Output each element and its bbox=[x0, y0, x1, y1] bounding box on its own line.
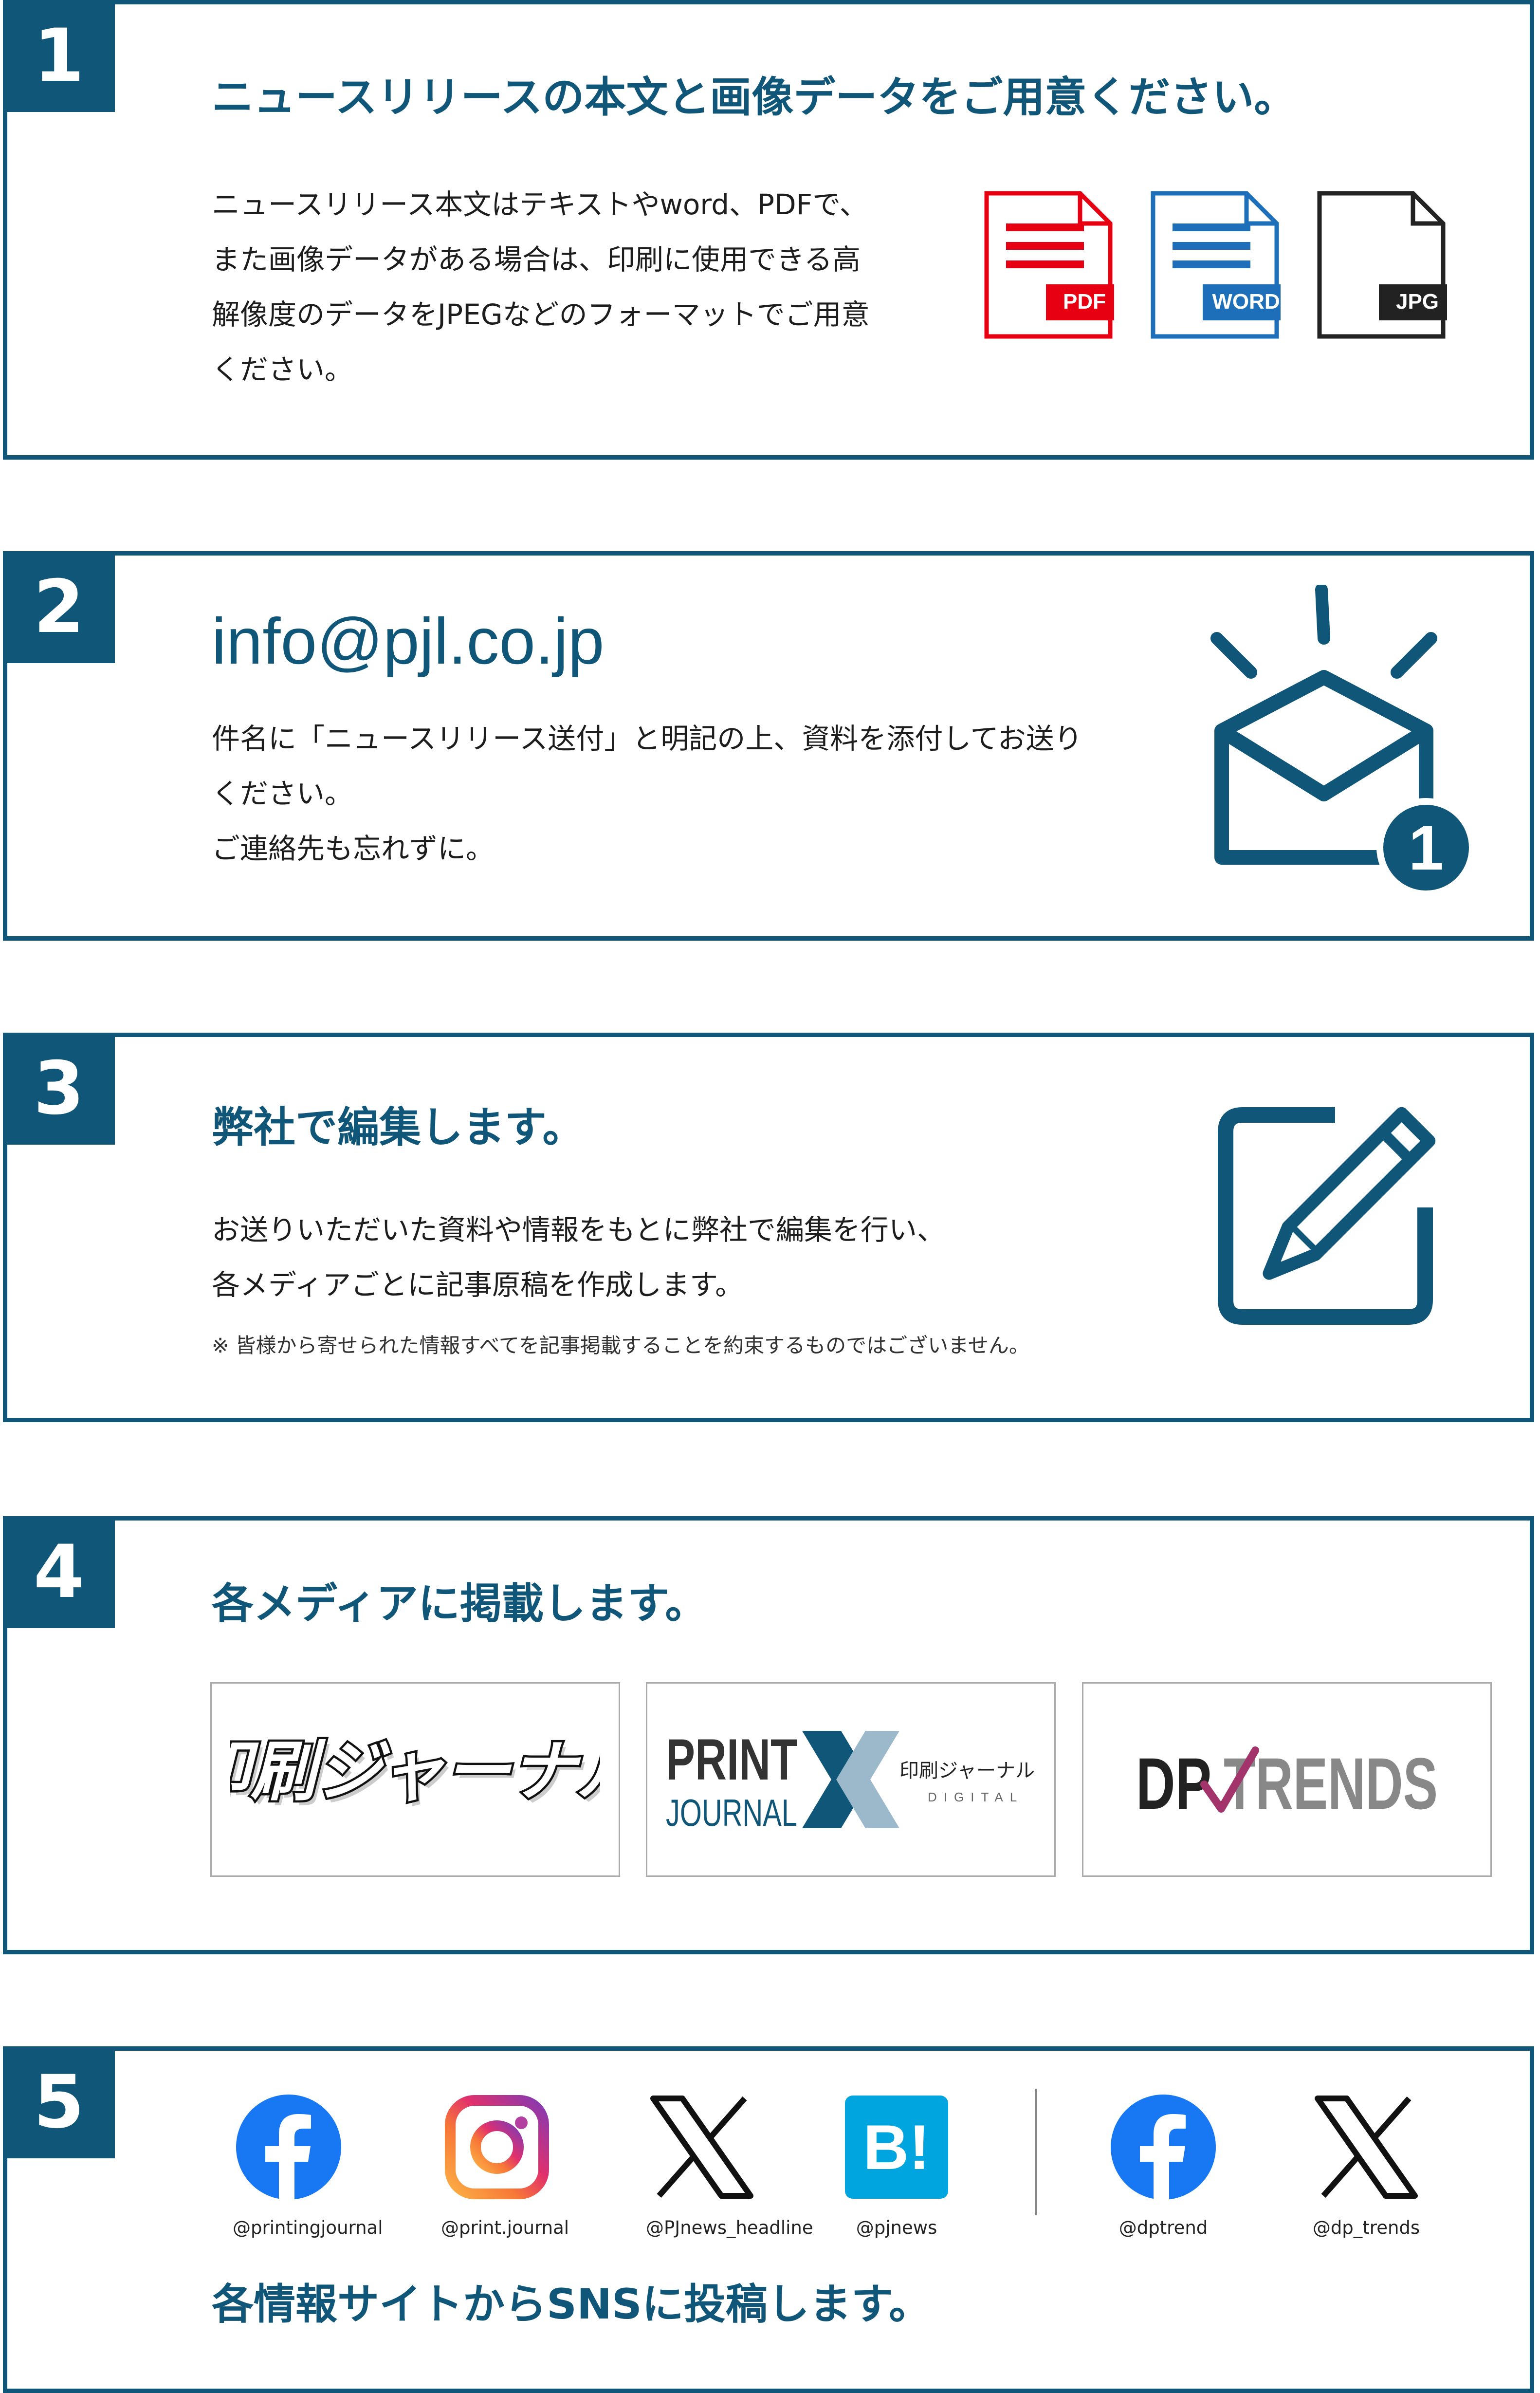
sns-account[interactable]: @printingjournal bbox=[233, 2094, 383, 2238]
word-file-icon: WORD bbox=[1151, 191, 1281, 339]
body-line: お送りいただいた資料や情報をもとに弊社で編集を行い、 bbox=[212, 1213, 945, 1246]
media-logo-dp-trends[interactable]: DP TRENDS bbox=[1082, 1682, 1492, 1877]
step-heading: 各メディアに掲載します。 bbox=[212, 1579, 707, 1628]
step-number: 4 bbox=[3, 1516, 115, 1628]
body-line: ください。 bbox=[212, 777, 353, 810]
file-type-label: WORD bbox=[1212, 290, 1280, 314]
sns-handle: @pjnews bbox=[856, 2217, 937, 2238]
sns-handle: @printingjournal bbox=[233, 2217, 383, 2238]
step-heading: ニュースリリースの本文と画像データをご用意ください。 bbox=[212, 73, 1296, 122]
step-3-card: 3 弊社で編集します。 お送りいただいた資料や情報をもとに弊社で編集を行い、 各… bbox=[3, 1033, 1534, 1422]
body-line: ニュースリリース本文はテキストやword、PDFで、 bbox=[212, 188, 868, 221]
print-journal-digital-logo: PRINT JOURNAL 印刷ジャーナル DIGITAL bbox=[666, 1727, 1035, 1834]
step-number: 2 bbox=[3, 551, 115, 663]
logo-shadow-text: 印刷ジャーナル bbox=[230, 1738, 600, 1815]
sns-account[interactable]: B! @pjnews bbox=[841, 2094, 953, 2238]
sns-account[interactable]: @PJnews_headline bbox=[646, 2094, 813, 2238]
sns-handle: @PJnews_headline bbox=[646, 2217, 813, 2238]
pdf-file-icon: PDF bbox=[984, 191, 1114, 339]
logo-digital-text: DIGITAL bbox=[928, 1790, 1024, 1804]
logo-jp-text: 印刷ジャーナル bbox=[899, 1760, 1035, 1782]
body-line: ください。 bbox=[212, 353, 353, 386]
file-type-label: JPG bbox=[1396, 290, 1439, 314]
dp-trends-logo: DP TRENDS bbox=[1136, 1743, 1438, 1824]
logo-text: 印刷ジャーナル bbox=[230, 1733, 600, 1810]
body-line: また画像データがある場合は、印刷に使用できる高 bbox=[212, 243, 861, 276]
sns-account[interactable]: @dp_trends bbox=[1310, 2094, 1422, 2238]
badge-count: 1 bbox=[1409, 812, 1444, 883]
edit-pencil-icon bbox=[1218, 1107, 1436, 1325]
body-line: 件名に「ニュースリリース送付」と明記の上、資料を添付してお送り bbox=[212, 722, 1082, 755]
step-body: お送りいただいた資料や情報をもとに弊社で編集を行い、 各メディアごとに記事原稿を… bbox=[212, 1203, 945, 1313]
media-logo-insatsu-journal[interactable]: 印刷ジャーナル 印刷ジャーナル bbox=[210, 1682, 620, 1877]
insatsu-journal-logo: 印刷ジャーナル 印刷ジャーナル bbox=[230, 1731, 600, 1815]
sns-handle: @dptrend bbox=[1118, 2217, 1208, 2238]
facebook-icon bbox=[236, 2095, 341, 2201]
sns-handle: @dp_trends bbox=[1312, 2217, 1420, 2238]
instagram-icon bbox=[445, 2095, 549, 2199]
media-logo-print-journal-digital[interactable]: PRINT JOURNAL 印刷ジャーナル DIGITAL bbox=[646, 1682, 1056, 1877]
step-number: 1 bbox=[3, 0, 115, 112]
jpg-file-icon: JPG bbox=[1317, 191, 1447, 339]
step-1-card: 1 ニュースリリースの本文と画像データをご用意ください。 ニュースリリース本文は… bbox=[3, 0, 1534, 460]
hatena-label: B! bbox=[863, 2112, 930, 2183]
logo-trends-text: TRENDS bbox=[1224, 1743, 1438, 1824]
sns-account[interactable]: @print.journal bbox=[441, 2094, 569, 2238]
sns-divider bbox=[1035, 2089, 1037, 2215]
file-type-label: PDF bbox=[1063, 290, 1106, 314]
body-line: 各メディアごとに記事原稿を作成します。 bbox=[212, 1268, 744, 1301]
step-number: 5 bbox=[3, 2046, 115, 2158]
email-address[interactable]: info@pjl.co.jp bbox=[212, 605, 605, 678]
mail-notification-icon: 1 bbox=[1210, 585, 1475, 896]
step-heading: 各情報サイトからSNSに投稿します。 bbox=[212, 2280, 931, 2329]
check-mark-icon bbox=[1200, 1746, 1259, 1813]
step-2-card: 2 info@pjl.co.jp 件名に「ニュースリリース送付」と明記の上、資料… bbox=[3, 551, 1534, 941]
hatena-bookmark-icon: B! bbox=[845, 2096, 948, 2199]
x-icon bbox=[1315, 2096, 1418, 2199]
disclaimer-note: ※ 皆様から寄せられた情報すべてを記事掲載することを約束するものではございません… bbox=[212, 1334, 1029, 1357]
sns-account[interactable]: @dptrend bbox=[1107, 2094, 1219, 2238]
step-heading: 弊社で編集します。 bbox=[212, 1103, 585, 1152]
logo-dp-text: DP bbox=[1136, 1743, 1211, 1824]
logo-print-text: PRINT bbox=[666, 1727, 797, 1792]
body-line: ご連絡先も忘れずに。 bbox=[212, 832, 495, 865]
x-icon bbox=[650, 2096, 753, 2199]
step-5-card: 5 各情報サイトからSNSに投稿します。 bbox=[3, 2046, 1534, 2393]
body-line: 解像度のデータをJPEGなどのフォーマットでご用意 bbox=[212, 298, 870, 331]
step-body: 件名に「ニュースリリース送付」と明記の上、資料を添付してお送り ください。 ご連… bbox=[212, 711, 1082, 876]
facebook-icon bbox=[1111, 2095, 1216, 2201]
logo-journal-text: JOURNAL bbox=[666, 1791, 797, 1834]
sns-handle: @print.journal bbox=[441, 2217, 569, 2238]
step-number: 3 bbox=[3, 1033, 115, 1145]
step-body: ニュースリリース本文はテキストやword、PDFで、 また画像データがある場合は… bbox=[212, 177, 870, 397]
